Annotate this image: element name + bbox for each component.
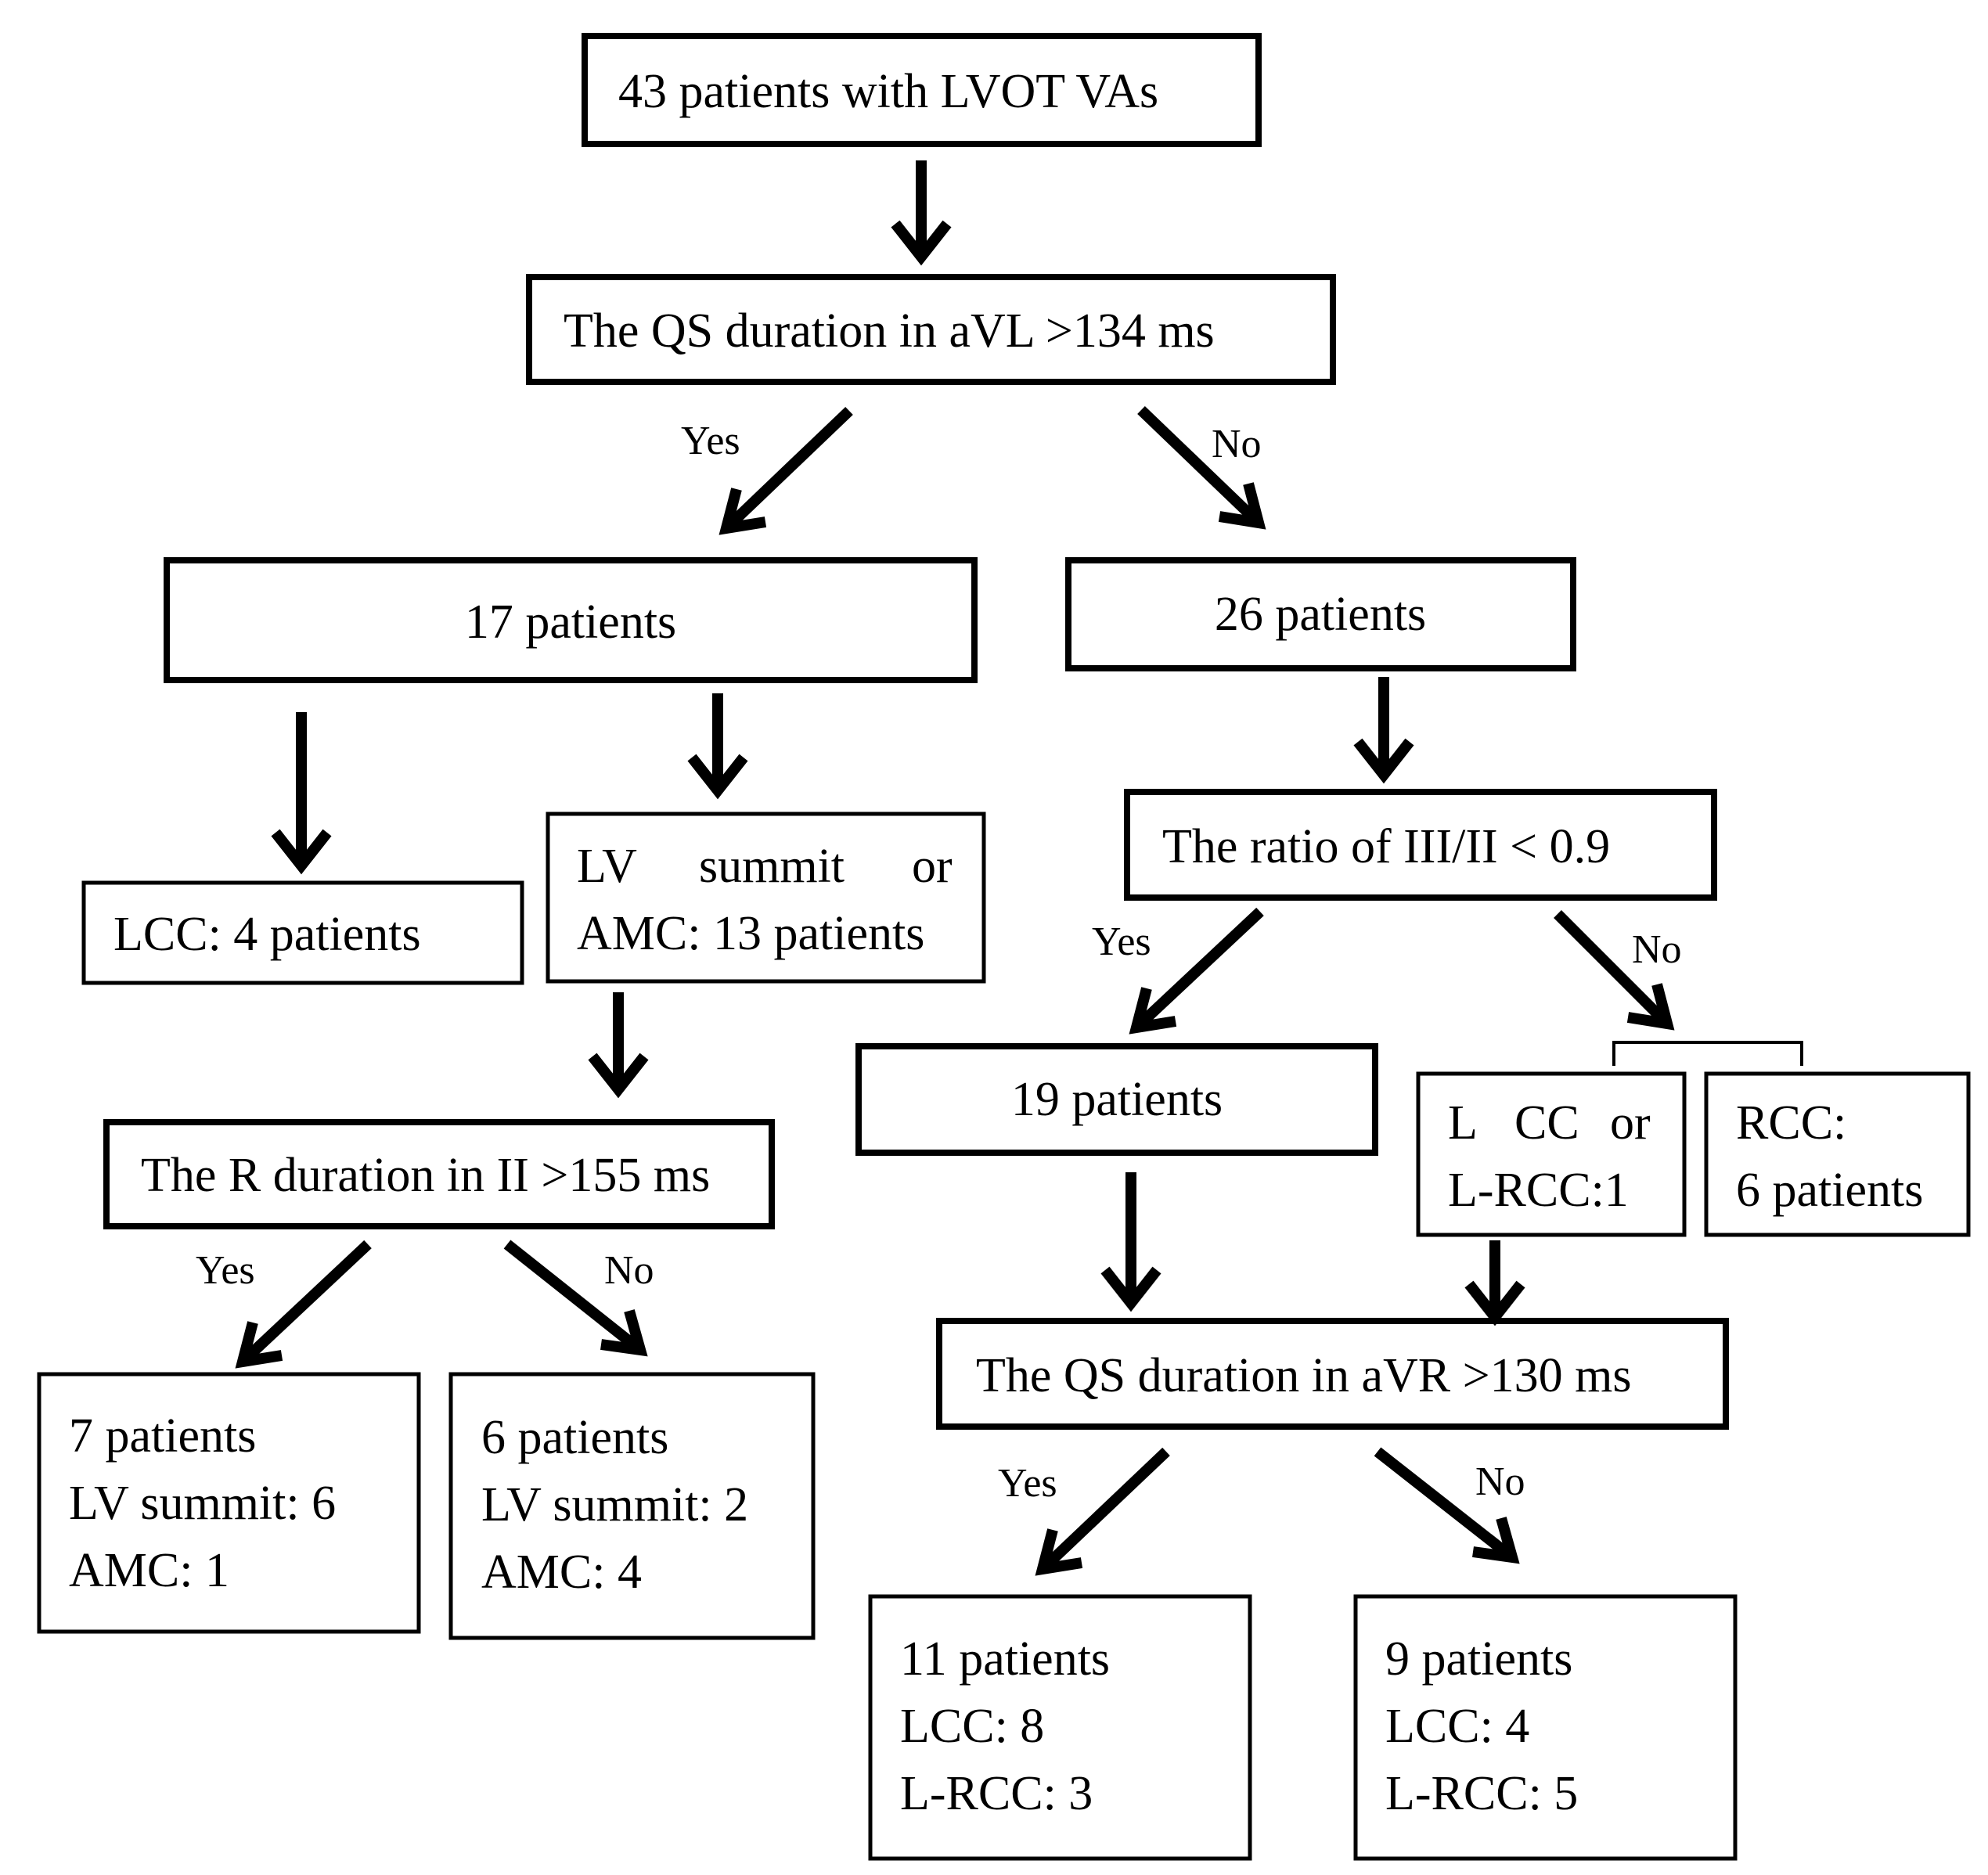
r9-box [1353, 1594, 1738, 1861]
lcc-lrcc-word1: L [1448, 1096, 1478, 1150]
r11-line1: 11 patients [900, 1632, 1110, 1686]
q3-box [1124, 789, 1717, 901]
arrow-q1-no [1137, 405, 1266, 530]
q4-no-label: No [1475, 1459, 1525, 1504]
q4-yes-label: Yes [998, 1461, 1057, 1506]
arrow-n17-to-lcc4 [271, 712, 332, 875]
arrow-q3-no [1554, 910, 1675, 1031]
q4-box [936, 1318, 1729, 1430]
lvsummit-word3: or [912, 840, 953, 893]
arrow-q4-no [1374, 1447, 1520, 1564]
arrow-q3-yes [1129, 907, 1264, 1035]
q1-no-label: No [1212, 422, 1262, 466]
r11-box [868, 1594, 1252, 1861]
r11-line2: LCC: 8 [900, 1700, 1044, 1753]
rcc6-line1: RCC: [1736, 1096, 1846, 1150]
arrow-root-to-q1 [891, 160, 952, 266]
root-text: 43 patients with LVOT VAs [618, 65, 1158, 118]
q2-text: The R duration in II >155 ms [141, 1149, 710, 1202]
lcc-lrcc-line2: L-RCC:1 [1448, 1164, 1629, 1217]
lvsummit-word1: LV [577, 840, 637, 893]
q1-yes-label: Yes [681, 419, 740, 463]
lcc4-text: LCC: 4 patients [113, 908, 421, 961]
lcc4-box [81, 880, 524, 985]
arrow-n17-to-lvsummit [687, 693, 748, 800]
n17-box [164, 557, 978, 683]
r7-line1: 7 patients [69, 1409, 256, 1463]
r7-line2: LV summit: 6 [69, 1477, 336, 1530]
q3-yes-label: Yes [1092, 920, 1151, 964]
r9-line2: LCC: 4 [1385, 1700, 1529, 1753]
lcc-lrcc-word3: or [1610, 1096, 1651, 1150]
arrow-q2-yes [235, 1240, 372, 1369]
n19-text: 19 patients [1011, 1073, 1223, 1126]
arrow-n19-to-q4 [1100, 1172, 1161, 1312]
q3-text: The ratio of III/II < 0.9 [1162, 820, 1610, 873]
r7-box [37, 1372, 421, 1634]
n26-box [1065, 557, 1576, 671]
n26-text: 26 patients [1215, 588, 1426, 641]
lvsummit-line2: AMC: 13 patients [577, 907, 924, 960]
q2-yes-label: Yes [196, 1248, 255, 1293]
q2-box [103, 1119, 775, 1229]
rcc6-line2: 6 patients [1736, 1164, 1923, 1217]
arrow-q4-yes [1035, 1447, 1170, 1576]
arrow-q2-no [503, 1240, 648, 1357]
lcc-lrcc-word2: CC [1514, 1096, 1579, 1150]
n19-box [855, 1043, 1378, 1156]
n17-text: 17 patients [465, 596, 676, 649]
r6-line2: LV summit: 2 [481, 1478, 748, 1531]
r9-line1: 9 patients [1385, 1632, 1572, 1686]
r6-box [448, 1372, 816, 1640]
q4-text: The QS duration in aVR >130 ms [976, 1349, 1631, 1402]
root-box [582, 33, 1262, 147]
r7-line3: AMC: 1 [69, 1544, 229, 1597]
lcc-lrcc-box [1416, 1071, 1687, 1237]
bracket-q3-no [1612, 1041, 1803, 1066]
arrow-q1-yes [718, 406, 853, 535]
r11-line3: L-RCC: 3 [900, 1767, 1093, 1820]
q2-no-label: No [604, 1248, 654, 1293]
q1-box [526, 274, 1336, 385]
lvsummit-word2: summit [699, 840, 845, 893]
arrow-lvsummit-to-q2 [588, 992, 649, 1099]
q1-text: The QS duration in aVL >134 ms [564, 304, 1215, 358]
r6-line1: 6 patients [481, 1411, 668, 1464]
rcc6-box [1704, 1071, 1971, 1237]
arrow-lcc-lrcc-to-q4 [1464, 1240, 1525, 1326]
r6-line3: AMC: 4 [481, 1546, 642, 1599]
lvsummit-box [546, 812, 986, 984]
arrow-n26-to-q3 [1353, 677, 1414, 784]
q3-no-label: No [1632, 927, 1682, 972]
r9-line3: L-RCC: 5 [1385, 1767, 1578, 1820]
